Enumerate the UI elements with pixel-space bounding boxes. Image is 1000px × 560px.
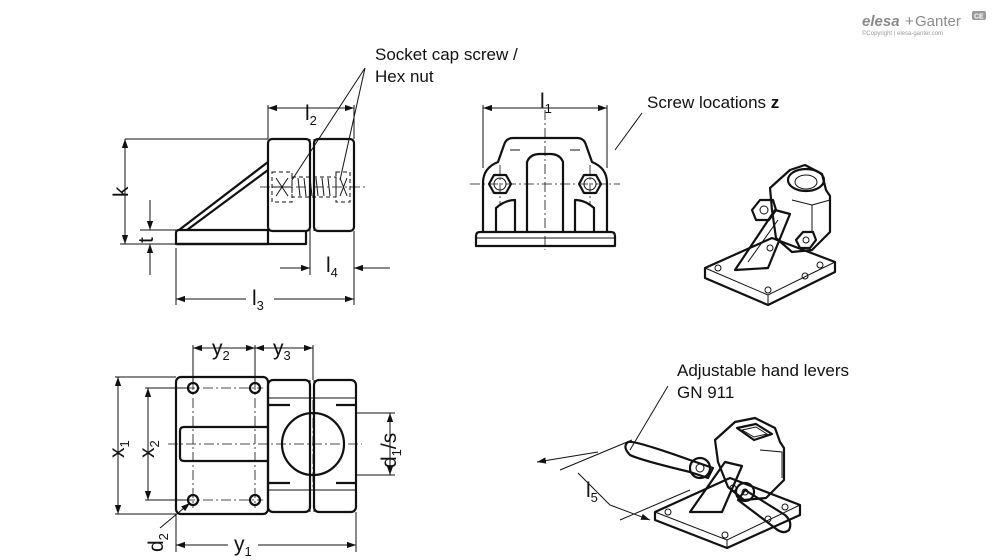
brand-elesa: elesa [862,13,900,30]
side-view [120,105,368,305]
brand-badge-text: CE [974,14,984,21]
dim-l4: l4 [326,254,338,280]
callout-levers-line1: Adjustable hand levers [677,361,849,380]
callout-screw-locations: Screw locations z [647,93,779,112]
isometric-view-levers [624,416,802,550]
dim-x2: x2 [136,440,162,458]
dim-l3: l3 [252,287,264,313]
dim-d2: d2 [145,533,171,552]
brand-copyright: ©Copyright | elesa-ganter.com [862,30,943,37]
dim-k: k [110,186,133,197]
dim-l5: l5 [586,479,598,505]
callout-screw-line2: Hex nut [375,67,434,86]
brand-ganter: Ganter [915,13,961,30]
brand-badge [972,11,986,20]
dim-y2: y2 [212,337,230,363]
dim-y3: y3 [273,337,291,363]
dim-x1: x1 [106,440,132,458]
top-view [115,345,395,552]
isometric-view-clamp [703,163,837,307]
dim-l2: l2 [305,102,317,128]
dim-l1: l1 [540,90,552,116]
brand-logo: elesa + Ganter CE ©Copyright | elesa-gan… [862,11,986,37]
dim-y1: y1 [234,533,252,559]
dim-d1s: d1/s [378,433,404,468]
callout-levers-line2: GN 911 [677,383,734,402]
brand-plus: + [905,13,914,30]
dim-t: t [135,237,158,243]
front-view [470,105,620,250]
callout-screw-line1: Socket cap screw / [375,45,518,64]
